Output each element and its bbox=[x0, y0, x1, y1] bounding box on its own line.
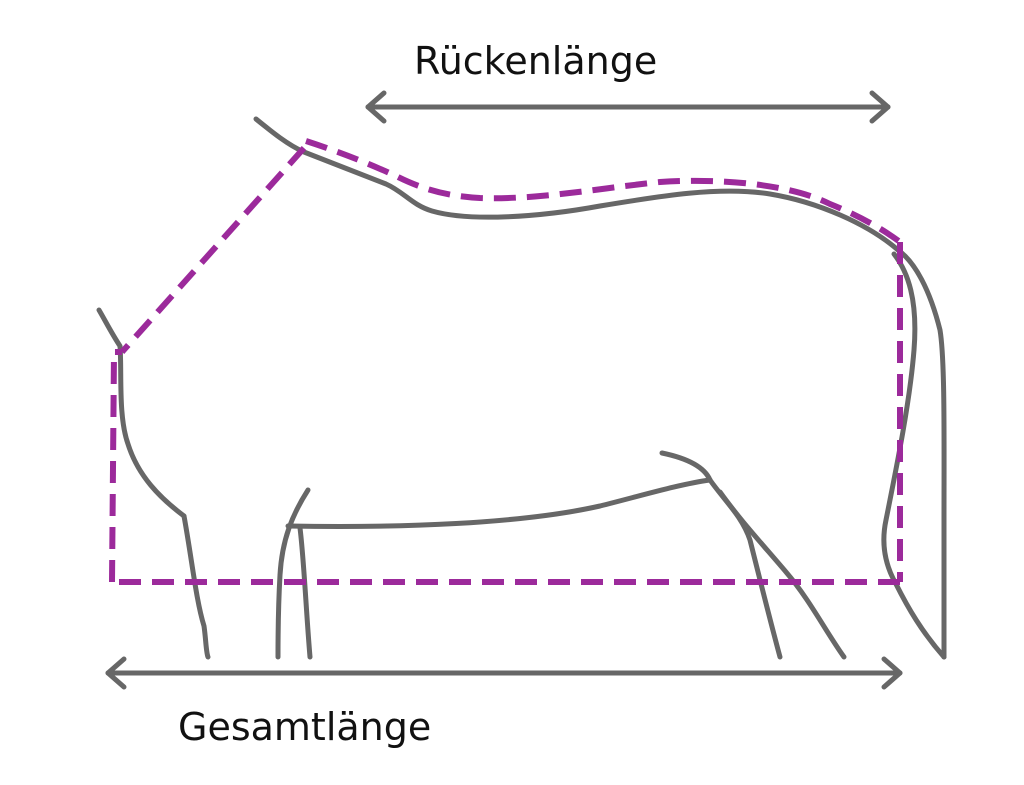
back-length-label: Rückenlänge bbox=[414, 39, 658, 83]
total-length-arrow bbox=[105, 656, 903, 690]
blanket-measure-outline bbox=[109, 138, 903, 585]
total-length-label: Gesamtlänge bbox=[178, 705, 432, 749]
back-length-arrow bbox=[365, 90, 891, 124]
horse-outline bbox=[96, 116, 947, 660]
